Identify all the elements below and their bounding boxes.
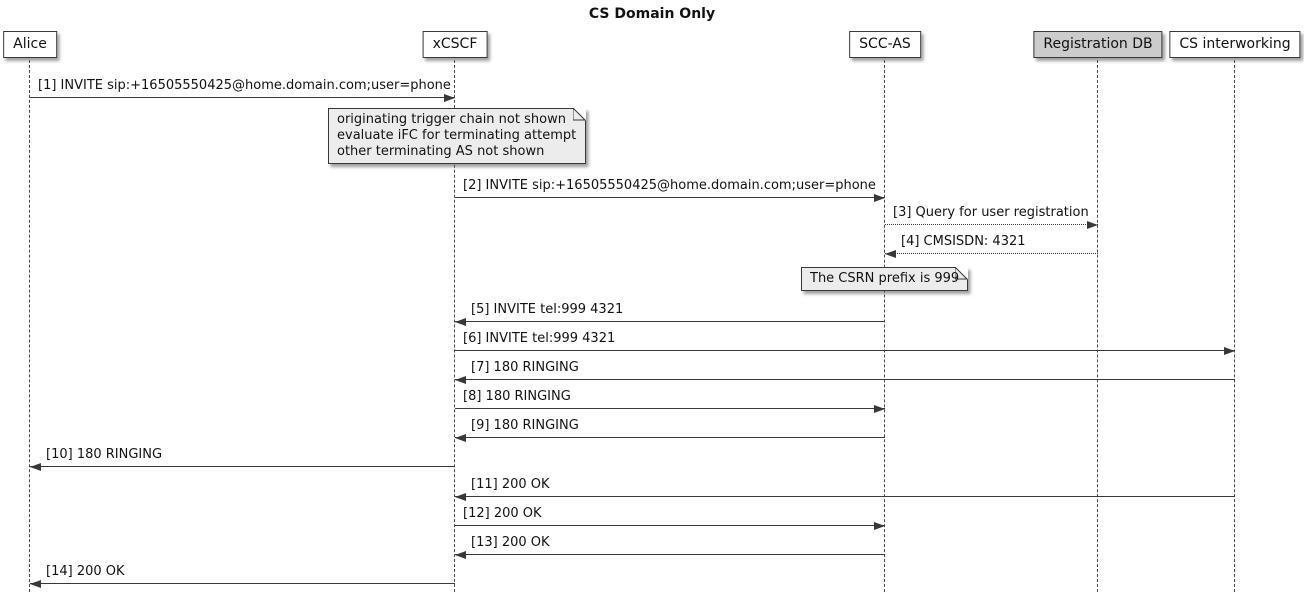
message-arrowhead — [444, 94, 455, 102]
participant-sccas: SCC-AS — [849, 31, 921, 58]
message-line — [455, 321, 885, 322]
message-arrowhead — [455, 318, 466, 326]
message-label: [7] 180 RINGING — [471, 360, 579, 375]
message-arrowhead — [874, 405, 885, 413]
message-label: [6] INVITE tel:999 4321 — [463, 331, 616, 346]
note-line: evaluate iFC for terminating attempt — [337, 128, 577, 143]
message-arrowhead — [455, 551, 466, 559]
message-line — [30, 97, 455, 98]
message-arrowhead — [30, 463, 41, 471]
message-arrowhead — [30, 580, 41, 588]
message-line — [455, 437, 885, 438]
lifeline-alice — [29, 60, 30, 592]
message-line — [455, 379, 1235, 380]
message-arrowhead — [874, 522, 885, 530]
note: The CSRN prefix is 999 — [801, 267, 968, 291]
message-label: [3] Query for user registration — [893, 205, 1089, 220]
message-line — [455, 197, 885, 198]
message-label: [13] 200 OK — [471, 535, 550, 550]
message-arrowhead — [1087, 221, 1098, 229]
note-line: other terminating AS not shown — [337, 144, 545, 159]
note-line: The CSRN prefix is 999 — [810, 271, 960, 286]
message-line — [455, 525, 885, 526]
participant-xcscf: xCSCF — [422, 31, 488, 58]
message-arrowhead — [885, 250, 896, 258]
lifeline-sccas — [884, 60, 885, 592]
participant-regdb: Registration DB — [1033, 31, 1163, 58]
participant-csiw: CS interworking — [1169, 31, 1301, 58]
message-line — [30, 466, 455, 467]
message-line — [885, 224, 1098, 225]
note-fold-icon — [573, 108, 586, 121]
message-label: [2] INVITE sip:+16505550425@home.domain.… — [463, 178, 876, 193]
note-fold-icon — [955, 267, 968, 280]
message-label: [12] 200 OK — [463, 506, 542, 521]
message-arrowhead — [455, 376, 466, 384]
message-arrowhead — [874, 194, 885, 202]
message-line — [455, 408, 885, 409]
participant-alice: Alice — [3, 31, 57, 58]
message-label: [4] CMSISDN: 4321 — [901, 234, 1026, 249]
note-line: originating trigger chain not shown — [337, 112, 566, 127]
message-line — [455, 496, 1235, 497]
message-line — [455, 350, 1235, 351]
message-label: [11] 200 OK — [471, 477, 550, 492]
message-arrowhead — [455, 434, 466, 442]
message-arrowhead — [1224, 347, 1235, 355]
message-line — [455, 554, 885, 555]
message-label: [14] 200 OK — [46, 564, 125, 579]
message-label: [8] 180 RINGING — [463, 389, 571, 404]
message-label: [1] INVITE sip:+16505550425@home.domain.… — [38, 78, 451, 93]
message-line — [30, 583, 455, 584]
message-line — [885, 253, 1098, 254]
lifeline-xcscf — [454, 60, 455, 592]
message-label: [5] INVITE tel:999 4321 — [471, 302, 624, 317]
lifeline-regdb — [1097, 60, 1098, 592]
message-label: [10] 180 RINGING — [46, 447, 163, 462]
diagram-title: CS Domain Only — [588, 6, 716, 22]
message-arrowhead — [455, 493, 466, 501]
lifeline-csiw — [1234, 60, 1235, 592]
message-label: [9] 180 RINGING — [471, 418, 579, 433]
